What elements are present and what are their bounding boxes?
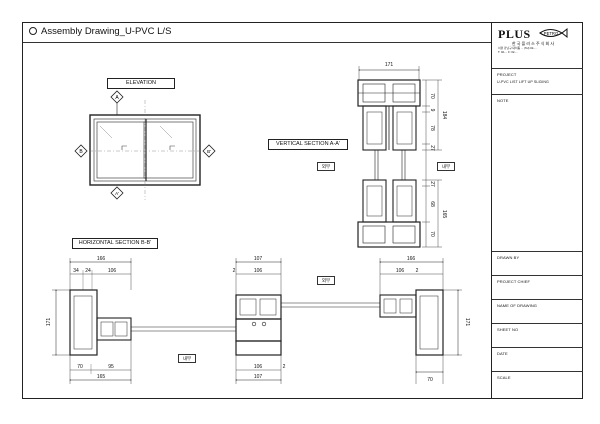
dim-hl-165: 165 [97,374,106,380]
dim-hr-171: 171 [464,318,470,327]
dim-vs-78: 78 [429,125,435,131]
name-of-drawing-label: NAME OF DRAWING [497,303,538,308]
vertical-section-label: VERTICAL SECTION A-A' [268,139,348,150]
dim-hl-171: 171 [46,318,52,327]
tb-sheet-no: SHEET NO [492,323,583,347]
vertical-section-view [357,66,442,248]
section-marker-icon [110,90,124,104]
note-label: NOTE [497,98,509,103]
dim-vs-165: 165 [441,210,447,219]
horizontal-section-middle [235,258,380,384]
tb-note: NOTE [492,94,583,254]
tb-project-chief: PROJECT CHIEF [492,275,583,299]
dim-hm-2-top: 2 [233,268,236,274]
dim-vs-184: 184 [441,111,447,120]
marker-a-bottom-text: A' [115,191,119,196]
company-logo: PLUS PETRO 한 국 플 러 스 주 식 회 사 서울 강남구 대치동 … [492,23,583,68]
dim-hr-70: 70 [427,377,433,383]
marker-b-right-text: B' [207,149,211,154]
sheet-no-label: SHEET NO [497,327,519,332]
logo-mark: PETRO [544,31,559,36]
dim-vs-width: 171 [385,62,394,68]
section-marker-icon [110,186,124,200]
dim-vs-27-top: 27 [429,145,435,151]
scale-label: SCALE [497,375,511,380]
inside-tag-1: 내부 [437,162,455,171]
tb-date: DATE [492,347,583,371]
title-block: PLUS PETRO 한 국 플 러 스 주 식 회 사 서울 강남구 대치동 … [491,23,583,398]
dim-hm-106-bottom: 106 [254,364,263,370]
project-label: PROJECT [497,72,517,77]
dim-hr-166: 166 [407,256,416,262]
dim-hm-107-bottom: 107 [254,374,263,380]
section-marker-a-top: A [110,90,124,115]
dim-vs-68: 68 [429,201,435,207]
sheet-title-text: Assembly Drawing_U-PVC L/S [41,26,172,37]
horizontal-section-right [379,258,462,384]
dim-vs-27-bottom: 27 [429,181,435,187]
dim-hl-106: 106 [108,268,117,274]
header-rule [23,42,491,43]
address-line-2: T: 02-... F: 02-... [498,49,518,54]
inside-tag-2: 내부 [178,354,196,363]
dim-vs-9: 9 [429,109,435,112]
address-line-1: 서울 강남구 대치동 ... (Tel) 02-... [498,46,537,50]
section-marker-icon [74,144,88,158]
dim-hl-70: 70 [77,364,83,370]
horizontal-section-label: HORIZONTAL SECTION B-B' [72,238,158,249]
tb-project: PROJECT U-PVC LIST LIFT UP SLIDING [492,68,583,92]
tb-drawn-by: DRAWN BY [492,251,583,275]
company-address: 서울 강남구 대치동 ... (Tel) 02-... T: 02-... F:… [498,46,578,54]
dim-hl-166: 166 [97,256,106,262]
horizontal-section-right-dims: 166 106 2 171 70 [396,256,470,383]
dim-hl-95: 95 [108,364,114,370]
logo-text: PLUS [498,27,531,41]
sheet-title: Assembly Drawing_U-PVC L/S [29,26,171,37]
fish-logo-icon: PETRO [539,27,568,39]
section-marker-a-bottom: A' [110,186,124,200]
dim-hr-106: 106 [396,268,405,274]
title-circle-icon [29,27,37,35]
company-korean: 한 국 플 러 스 주 식 회 사 [512,41,555,46]
horizontal-section-left-dims: 166 34 24 106 171 70 95 165 [46,256,116,380]
dim-hl-34: 34 [73,268,79,274]
outside-tag-2: 외부 [317,276,335,285]
project-chief-label: PROJECT CHIEF [497,279,531,284]
dim-vs-70-bottom: 70 [429,231,435,237]
date-label: DATE [497,351,508,356]
dim-hm-2-bottom: 2 [283,364,286,370]
dim-hl-24: 24 [85,268,91,274]
elevation-view [80,100,212,200]
horizontal-section-left [52,258,236,384]
dim-vs-70-top: 70 [429,93,435,99]
tb-scale: SCALE [492,371,583,398]
section-marker-icon [202,144,216,158]
vertical-section-dims: 171 70 9 78 27 184 27 68 70 165 [385,62,447,237]
dim-hm-106-top: 106 [254,268,263,274]
drawing-sheet: Assembly Drawing_U-PVC L/S PLUS PETRO 한 … [22,22,583,399]
outside-tag-1: 외부 [317,162,335,171]
horizontal-section-middle-dims: 107 2 106 106 2 107 [233,256,286,380]
project-value: U-PVC LIST LIFT UP SLIDING [497,80,549,84]
marker-b-left-text: B [79,149,83,155]
tb-name-of-drawing: NAME OF DRAWING [492,299,583,323]
elevation-label: ELEVATION [107,78,175,89]
dim-hm-107-top: 107 [254,256,263,262]
section-marker-b-left: B [74,144,88,158]
drawn-by-label: DRAWN BY [497,255,520,260]
marker-a-top-text: A [115,95,119,101]
dim-hr-2: 2 [416,268,419,274]
section-marker-b-right: B' [202,144,216,158]
